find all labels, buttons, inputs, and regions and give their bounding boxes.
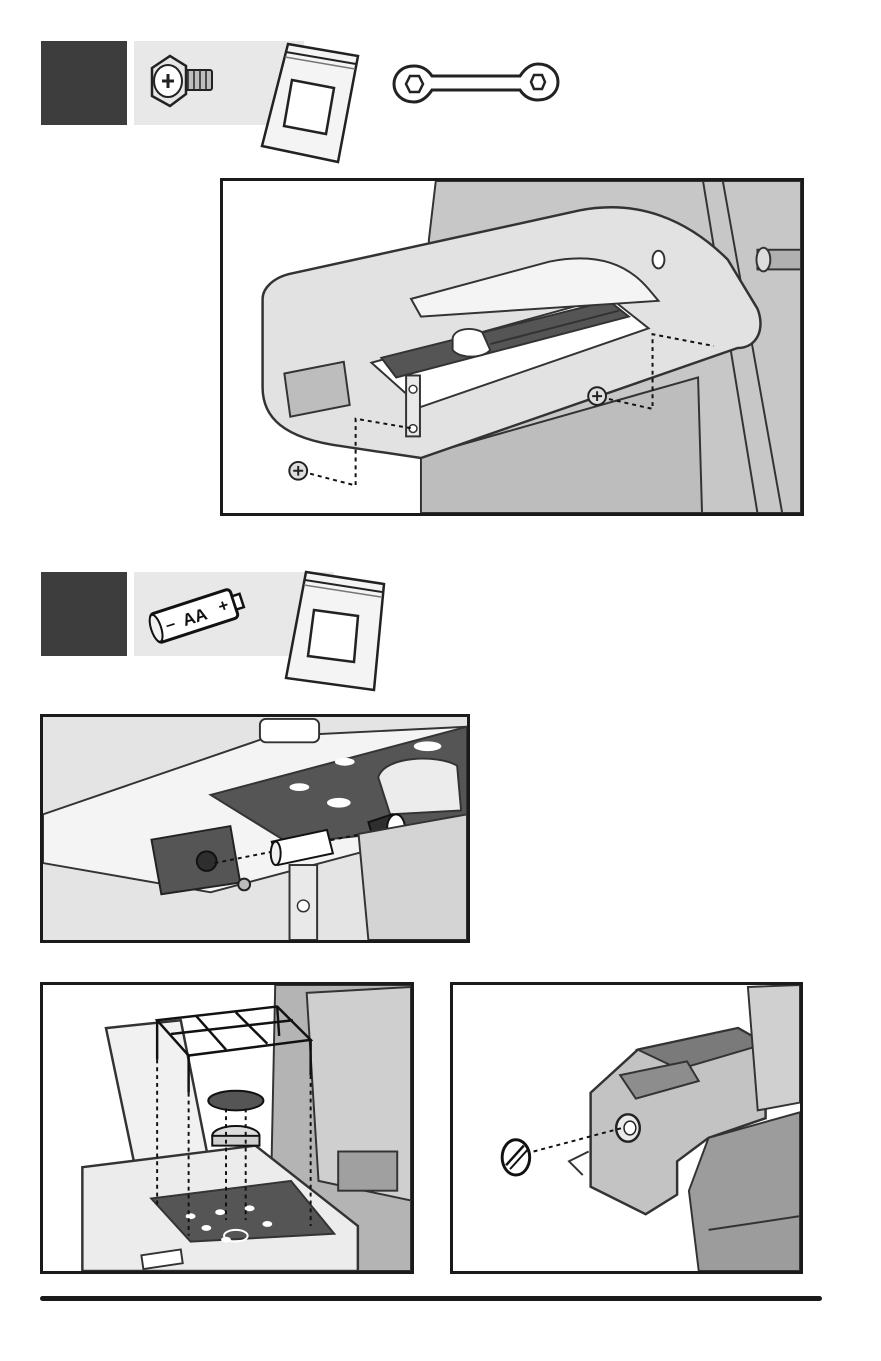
hardware-bag-icon [258,42,362,166]
hex-screw-icon [142,48,220,118]
step-1-number-box [41,41,127,125]
plug-install-illustration [450,982,803,1274]
battery-install-illustration [40,714,470,943]
page-footer-rule [40,1296,822,1301]
step-1-illustration [220,178,804,516]
plug-icon [502,1140,530,1175]
hardware-bag-icon [284,570,388,694]
aa-battery-icon: – AA + [142,582,252,648]
screw-left-icon [289,462,307,480]
side-burner-illustration [40,982,414,1274]
wrench-icon [392,62,560,104]
screw-right-icon [588,387,606,405]
step-2-number-box [41,572,127,656]
